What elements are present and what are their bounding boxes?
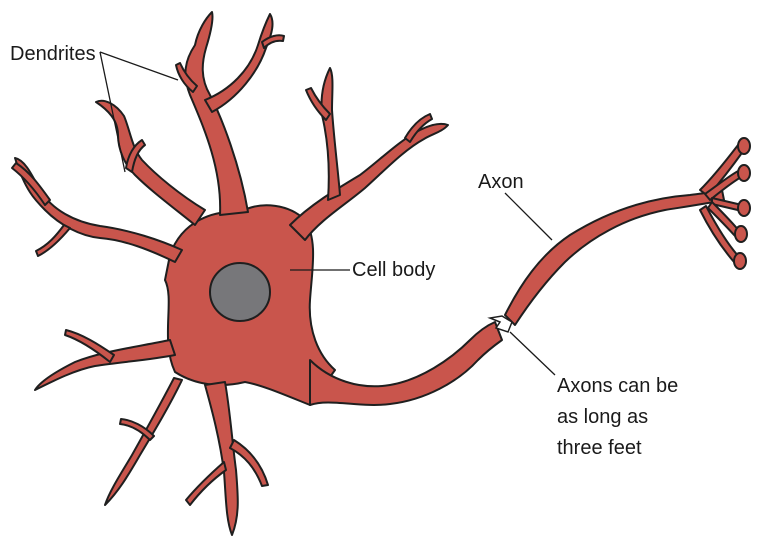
terminal-bulb-1 bbox=[738, 138, 750, 154]
label-axon-note-line-3: three feet bbox=[557, 437, 642, 459]
dendrite-far-left-twig-a bbox=[12, 163, 50, 205]
label-dendrites: Dendrites bbox=[10, 43, 96, 65]
dendrite-bottom bbox=[205, 382, 238, 535]
dendrite-lower-left bbox=[35, 340, 175, 390]
leader-axon bbox=[505, 193, 552, 240]
dendrite-bottom-left-trunk bbox=[105, 378, 182, 505]
leader-dendrites-a bbox=[100, 52, 178, 80]
dendrite-upper-right bbox=[290, 124, 448, 240]
dendrite-upper-right-vertical bbox=[321, 68, 340, 200]
leader-axon-note bbox=[510, 332, 555, 375]
terminal-bulb-5 bbox=[734, 253, 746, 269]
terminal-bulb-3 bbox=[738, 200, 750, 216]
label-axon-note-line-1: Axons can be bbox=[557, 375, 678, 397]
dendrite-far-left-twig-b bbox=[36, 225, 70, 256]
terminal-bulb-4 bbox=[735, 226, 747, 242]
label-axon-note-line-2: as long as bbox=[557, 406, 648, 428]
label-cell-body: Cell body bbox=[352, 259, 435, 281]
label-axon: Axon bbox=[478, 171, 524, 193]
dendrite-top-branch-right bbox=[205, 14, 273, 112]
dendrite-top bbox=[185, 12, 248, 215]
dendrite-upper-left bbox=[96, 101, 205, 225]
nucleus bbox=[210, 263, 270, 321]
dendrite-bottom-branch-left bbox=[186, 462, 226, 505]
terminal-bulb-2 bbox=[738, 165, 750, 181]
axon-upper-segment bbox=[505, 190, 724, 325]
axon-lower-segment bbox=[310, 322, 502, 405]
